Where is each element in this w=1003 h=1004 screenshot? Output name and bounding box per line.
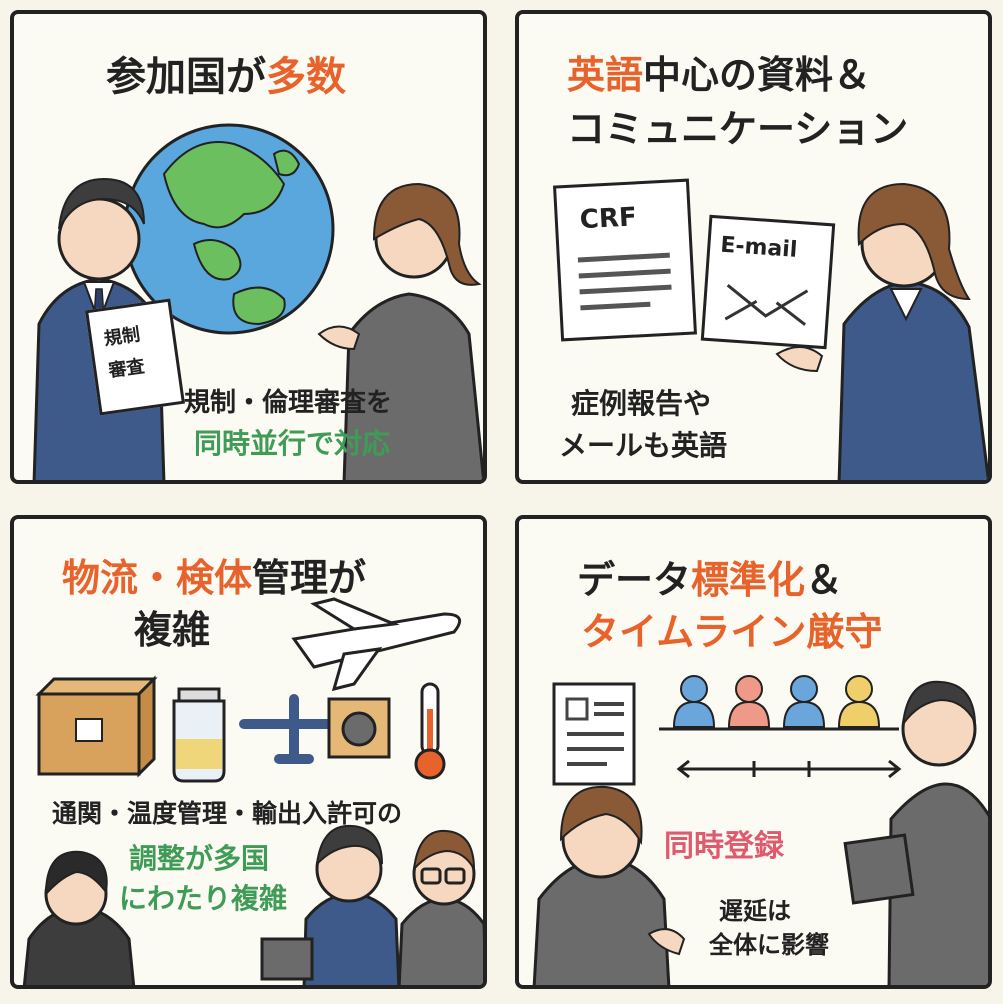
panel-data-standardization: データ標準化＆ タイムライン厳守: [515, 515, 992, 989]
envelope-icon: [724, 284, 809, 326]
title-part: データ: [577, 558, 692, 602]
caption-highlight: にわたり複雑: [119, 882, 288, 915]
panel-title-line2: コミュニケーション: [567, 107, 909, 151]
caption-highlight: 同時並行で対応: [194, 427, 391, 460]
timeline-arrow: [676, 759, 902, 779]
caption: メールも英語: [559, 429, 728, 462]
title-highlight: 標準化: [691, 558, 806, 602]
panel-title: 参加国が多数: [106, 44, 346, 102]
caption: 規制・倫理審査を: [184, 388, 393, 418]
caption: 全体に影響: [709, 931, 829, 959]
person-icon-blue: [782, 675, 826, 728]
title-part: 中心の資料＆: [643, 53, 872, 97]
panel-logistics: 物流・検体管理が 複雑 通関・温度管理・輸出: [10, 515, 487, 989]
person-icon-yellow: [837, 675, 881, 728]
timeline-illustration: [532, 675, 988, 985]
vial-icon: [172, 687, 226, 783]
caption: 通関・温度管理・輸出入許可の: [52, 799, 403, 828]
globe-illustration: [123, 123, 335, 335]
caption: 遅延は: [719, 897, 791, 925]
box-icon: [35, 675, 158, 778]
panel-title: データ標準化＆: [577, 549, 843, 604]
cooler-box-icon: [327, 697, 391, 759]
airplane-icon: [291, 597, 462, 692]
title-highlight: 英語: [567, 53, 644, 97]
small-plane-icon: [239, 694, 349, 764]
woman-character: [775, 182, 988, 480]
logistics-icons: [35, 597, 462, 783]
thermometer-icon: [414, 682, 446, 780]
caption-highlight: 調整が多国: [129, 842, 270, 875]
panel-title-line2: タイムライン厳守: [581, 610, 883, 654]
person-icon-blue: [672, 675, 716, 728]
panel-title: 物流・検体管理が: [62, 547, 366, 602]
document-icon: [552, 682, 636, 786]
title-highlight: 多数: [266, 54, 346, 100]
panel-english: 英語中心の資料＆ コミュニケーション CRF E-mail 症例報告や メールも…: [515, 10, 992, 484]
caption: 症例報告や: [571, 387, 712, 420]
title-part: 参加国が: [106, 54, 266, 100]
caption-highlight: 同時登録: [664, 829, 784, 864]
panel-title: 英語中心の資料＆: [567, 44, 871, 99]
woman-character: [317, 182, 483, 480]
person-icon-pink: [727, 675, 771, 728]
team-characters: [22, 824, 483, 985]
panel-multinational: 参加国が多数 規制 審査 規制・倫理審査を 同時並行で対応: [10, 10, 487, 484]
title-part: 管理が: [252, 556, 367, 600]
email-document: E-mail: [700, 214, 836, 350]
title-part: ＆: [805, 558, 844, 602]
title-highlight: 物流・検体: [62, 556, 253, 600]
panel-title-line2: 複雑: [134, 608, 211, 652]
